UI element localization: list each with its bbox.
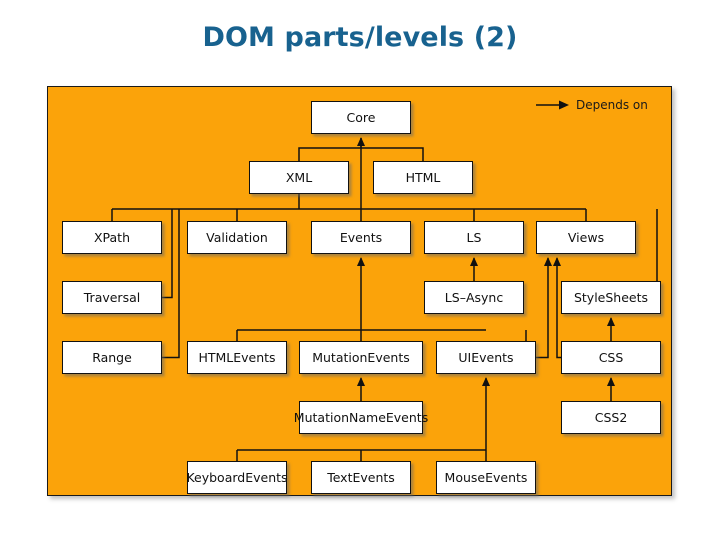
node-mutationevents[interactable]: MutationEvents — [299, 341, 423, 374]
node-label: XML — [286, 170, 312, 185]
node-htmlevents[interactable]: HTMLEvents — [187, 341, 287, 374]
node-label: Range — [92, 350, 132, 365]
node-label: Events — [340, 230, 382, 245]
node-label: StyleSheets — [574, 290, 648, 305]
node-mutationnameevents[interactable]: MutationNameEvents — [299, 401, 423, 434]
node-events[interactable]: Events — [311, 221, 411, 254]
node-label: LS–Async — [445, 290, 503, 305]
node-stylesheets[interactable]: StyleSheets — [561, 281, 661, 314]
legend-label: Depends on — [576, 98, 648, 112]
node-label: LS — [467, 230, 482, 245]
node-validation[interactable]: Validation — [187, 221, 287, 254]
node-label: UIEvents — [458, 350, 513, 365]
node-label: TextEvents — [327, 470, 395, 485]
node-label: MutationNameEvents — [294, 410, 428, 425]
arrow-right-icon — [536, 100, 570, 110]
node-traversal[interactable]: Traversal — [62, 281, 162, 314]
node-ls-async[interactable]: LS–Async — [424, 281, 524, 314]
node-label: MutationEvents — [312, 350, 410, 365]
node-html[interactable]: HTML — [373, 161, 473, 194]
node-core[interactable]: Core — [311, 101, 411, 134]
node-label: HTMLEvents — [198, 350, 275, 365]
node-xml[interactable]: XML — [249, 161, 349, 194]
node-label: Traversal — [84, 290, 140, 305]
node-css2[interactable]: CSS2 — [561, 401, 661, 434]
node-views[interactable]: Views — [536, 221, 636, 254]
node-ls[interactable]: LS — [424, 221, 524, 254]
node-label: Views — [568, 230, 604, 245]
node-label: KeyboardEvents — [186, 470, 287, 485]
node-label: Validation — [206, 230, 268, 245]
node-css[interactable]: CSS — [561, 341, 661, 374]
node-keyboardevents[interactable]: KeyboardEvents — [187, 461, 287, 494]
node-xpath[interactable]: XPath — [62, 221, 162, 254]
node-label: XPath — [94, 230, 130, 245]
node-range[interactable]: Range — [62, 341, 162, 374]
node-label: CSS — [599, 350, 624, 365]
node-uievents[interactable]: UIEvents — [436, 341, 536, 374]
node-label: MouseEvents — [445, 470, 528, 485]
node-mouseevents[interactable]: MouseEvents — [436, 461, 536, 494]
node-label: Core — [347, 110, 376, 125]
node-label: CSS2 — [595, 410, 628, 425]
node-textevents[interactable]: TextEvents — [311, 461, 411, 494]
node-label: HTML — [406, 170, 441, 185]
legend: Depends on — [536, 98, 648, 112]
